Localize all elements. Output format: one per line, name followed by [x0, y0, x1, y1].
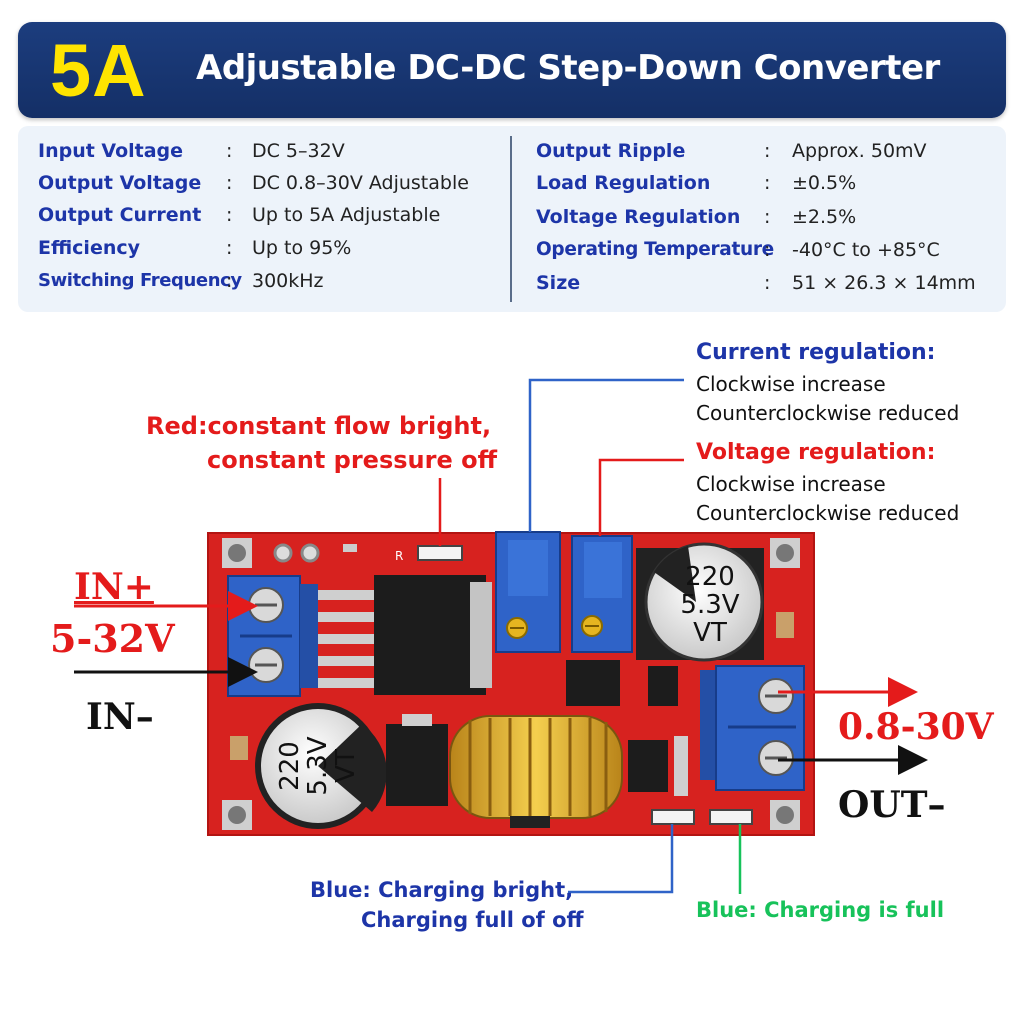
red-led-note-line1: Red:constant flow bright, — [146, 412, 492, 440]
cap-top-label-1: 220 — [685, 562, 735, 592]
current-potentiometer — [495, 531, 561, 653]
spec-colon: : — [764, 172, 771, 194]
cap-bottom-label-2: 5.3V — [303, 736, 333, 795]
voltage-regulation-cw: Clockwise increase — [696, 472, 886, 496]
spec-value: 300kHz — [252, 270, 324, 292]
voltage-reg-pointer — [598, 458, 684, 536]
spec-label: Size — [536, 272, 581, 294]
spec-value: 51 × 26.3 × 14mm — [792, 272, 976, 294]
out-minus-label: OUT– — [838, 784, 946, 826]
current-regulation-ccw: Counterclockwise reduced — [696, 401, 960, 425]
silk-r: R — [395, 549, 403, 563]
spec-colon: : — [764, 272, 771, 294]
spec-label: Input Voltage — [38, 140, 184, 162]
spec-row: Output Ripple — [536, 140, 685, 162]
spec-value: ±2.5% — [792, 206, 857, 228]
spec-label: Operating Temperature — [536, 239, 774, 260]
spec-value: Up to 95% — [252, 237, 352, 259]
spec-value: DC 5–32V — [252, 140, 345, 162]
spec-label: Output Ripple — [536, 140, 686, 162]
green-led-note: Blue: Charging is full — [696, 898, 945, 922]
spec-row: Load Regulation — [536, 172, 710, 194]
title-banner: 5A Adjustable DC-DC Step-Down Converter — [18, 22, 1006, 118]
voltage-regulation-ccw: Counterclockwise reduced — [696, 501, 960, 525]
output-capacitor — [636, 542, 764, 662]
in-minus-label: IN– — [86, 696, 154, 738]
current-regulation-title: Current regulation: — [696, 340, 936, 365]
green-led — [709, 809, 753, 825]
spec-value: Up to 5A Adjustable — [252, 204, 441, 226]
output-range-label: 0.8-30V — [838, 706, 994, 748]
regulator-ic — [318, 575, 492, 695]
toroid-inductor — [449, 715, 623, 828]
spec-panel — [18, 126, 1006, 312]
spec-label: Load Regulation — [536, 172, 711, 194]
cap-top-label-3: VT — [693, 618, 727, 648]
spec-label: Output Current — [38, 204, 202, 226]
spec-row: Voltage Regulation — [536, 206, 740, 228]
in-plus-label: IN+ — [74, 566, 154, 608]
blue-led-note-line1: Blue: Charging bright, — [310, 878, 574, 902]
output-terminal-block — [700, 665, 805, 791]
spec-value: Approx. 50mV — [792, 140, 927, 162]
spec-row: Output Current — [38, 204, 201, 226]
spec-row: Switching Frequency — [38, 270, 242, 291]
spec-colon: : — [226, 172, 233, 194]
spec-colon: : — [226, 140, 233, 162]
spec-colon: : — [764, 140, 771, 162]
spec-label: Output Voltage — [38, 172, 202, 194]
spec-colon: : — [226, 237, 233, 259]
mounting-holes — [222, 538, 800, 830]
input-range-label: 5-32V — [50, 616, 175, 661]
spec-value: ±0.5% — [792, 172, 857, 194]
voltage-regulation-title: Voltage regulation: — [696, 440, 936, 465]
schottky-diode — [386, 724, 448, 806]
red-led-note-line2: constant pressure off — [207, 446, 498, 474]
spec-row: Size — [536, 272, 580, 294]
title-text: Adjustable DC-DC Step-Down Converter — [196, 48, 940, 88]
red-led — [417, 545, 463, 561]
spec-row: Operating Temperature — [536, 239, 774, 260]
input-capacitor — [255, 703, 387, 829]
cap-top-label-2: 5.3V — [680, 590, 739, 620]
title-current-rating: 5A — [50, 29, 147, 112]
current-reg-pointer — [528, 378, 684, 532]
blue-led — [651, 809, 695, 825]
spec-label: Voltage Regulation — [536, 206, 741, 228]
spec-row: Efficiency — [38, 237, 140, 259]
cap-bottom-label-1: 220 — [275, 741, 305, 791]
spec-colon: : — [226, 204, 233, 226]
spec-label: Efficiency — [38, 237, 141, 259]
spec-colon: : — [226, 270, 233, 292]
voltage-potentiometer — [571, 535, 633, 653]
spec-divider — [510, 136, 512, 302]
cap-bottom-label-3: VT — [331, 749, 361, 783]
spec-label: Switching Frequency — [38, 270, 242, 291]
spec-colon: : — [764, 206, 771, 228]
blue-led-note-line2: Charging full of off — [361, 908, 584, 932]
spec-colon: : — [764, 239, 771, 261]
spec-row: Output Voltage — [38, 172, 201, 194]
spec-value: -40°C to +85°C — [792, 239, 940, 261]
spec-value: DC 0.8–30V Adjustable — [252, 172, 469, 194]
blue-led-pointer — [568, 824, 674, 894]
current-regulation-cw: Clockwise increase — [696, 372, 886, 396]
spec-row: Input Voltage — [38, 140, 183, 162]
input-terminal-block — [227, 575, 318, 697]
